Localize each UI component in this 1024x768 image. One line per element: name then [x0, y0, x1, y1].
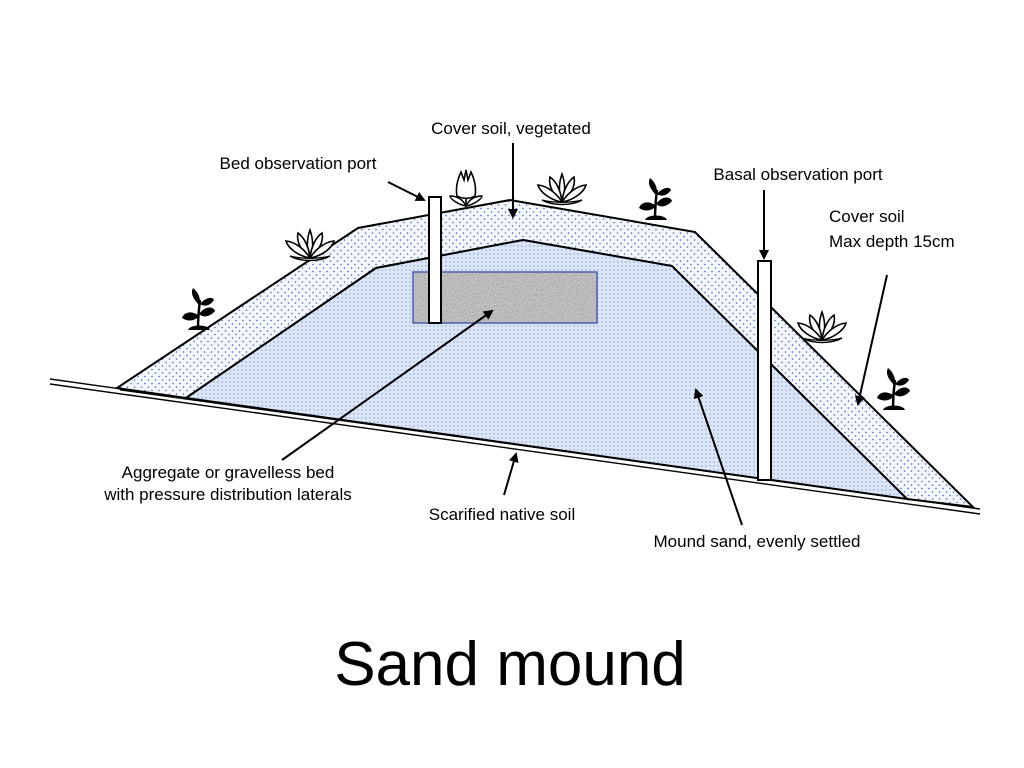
native-soil-arrow — [503, 452, 519, 496]
lotus-flower-icon — [797, 311, 847, 344]
label-scarified-native-soil: Scarified native soil — [429, 505, 575, 524]
diagram-title: Sand mound — [334, 630, 686, 699]
label-aggregate-bed-line1: Aggregate or gravelless bed — [122, 463, 335, 482]
label-cover-soil-vegetated: Cover soil, vegetated — [431, 119, 591, 138]
lotus-flower-icon — [537, 173, 587, 206]
mound-sand-layer — [183, 238, 910, 501]
aggregate-bed — [412, 271, 598, 324]
bed-observation-port — [428, 196, 442, 324]
sprout-icon — [637, 176, 674, 222]
leader-lines — [281, 143, 888, 526]
sprout-icon — [875, 366, 912, 412]
label-mound-sand: Mound sand, evenly settled — [654, 532, 861, 551]
aggregate-bed-arrow — [281, 309, 494, 461]
sprout-icon — [180, 286, 217, 332]
label-basal-observation-port: Basal observation port — [713, 165, 882, 184]
bed-port-arrow — [387, 181, 426, 201]
mound-sand-arrow — [693, 388, 743, 526]
label-cover-soil-line1: Cover soil — [829, 207, 905, 226]
cover-soil-depth-arrow — [854, 274, 888, 406]
label-cover-soil-line2: Max depth 15cm — [829, 232, 955, 251]
basal-observation-port — [757, 260, 772, 481]
tulip-icon — [449, 169, 483, 207]
label-aggregate-bed-line2: with pressure distribution laterals — [103, 485, 352, 504]
label-bed-observation-port: Bed observation port — [220, 154, 377, 173]
